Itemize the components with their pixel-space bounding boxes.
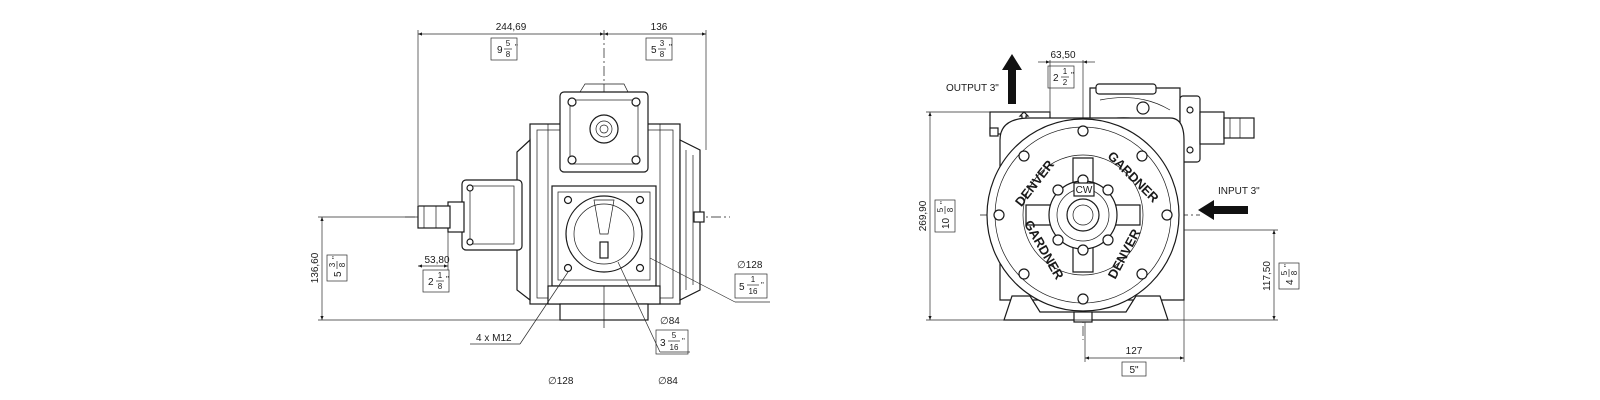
pump-foot-front	[547, 285, 661, 321]
dim-width-top: 244,69 9 5 8 " 136 5 3 8 "	[417, 22, 707, 205]
svg-text:": "	[1071, 71, 1074, 80]
front-view: 244,69 9 5 8 " 136 5 3 8 " 136,60 5 3	[310, 22, 770, 387]
svg-text:10: 10	[941, 217, 952, 229]
svg-text:": "	[1283, 264, 1292, 267]
svg-text:": "	[669, 43, 672, 52]
pump-base-side	[1003, 295, 1169, 323]
svg-text:4: 4	[1285, 279, 1296, 285]
dim-width-right-mm: 136	[651, 22, 668, 33]
dim-flange-outer: ∅128 5 1 16 "	[649, 257, 770, 303]
svg-text:8: 8	[946, 207, 955, 212]
dim-input-height: 117,50 4 5 8 "	[1168, 229, 1300, 321]
svg-text:1: 1	[1063, 67, 1068, 76]
bolt-callout: 4 x M12	[470, 271, 569, 345]
svg-text:5: 5	[1280, 270, 1289, 275]
svg-text:16: 16	[670, 343, 679, 352]
svg-text:": "	[761, 281, 764, 290]
svg-text:": "	[682, 337, 685, 346]
svg-text:": "	[515, 43, 518, 52]
bottom-label-outer: ∅128	[548, 376, 574, 387]
svg-text:5: 5	[936, 207, 945, 212]
dim-input-height-mm: 117,50	[1262, 261, 1273, 291]
svg-text:": "	[331, 256, 340, 259]
svg-text:5: 5	[672, 331, 677, 340]
svg-text:5: 5	[333, 271, 344, 277]
bottom-label-inner: ∅84	[658, 376, 678, 387]
dim-width-left-den: 8	[506, 50, 511, 59]
svg-text:5: 5	[739, 282, 745, 293]
svg-text:8: 8	[438, 282, 443, 291]
pump-body-side: CW DENVER GARDNER GARDNER DENVER	[986, 117, 1185, 312]
svg-text:1: 1	[438, 271, 443, 280]
output-flange-top	[559, 83, 649, 173]
svg-text:1: 1	[751, 275, 756, 284]
dim-total-height: 269,90 10 5 8 "	[918, 111, 1004, 321]
dim-width-right-whole: 5	[651, 45, 657, 56]
dim-width-left-mm: 244,69	[496, 22, 527, 33]
dim-width-left-whole: 9	[497, 45, 503, 56]
bolt-callout-text: 4 x M12	[476, 333, 512, 344]
output-label: OUTPUT 3"	[946, 83, 999, 94]
svg-text:8: 8	[338, 262, 347, 267]
dim-shaft-offset: 53,80 2 1 8 "	[418, 232, 450, 293]
side-view: OUTPUT 3" INPUT 3"	[918, 50, 1300, 377]
svg-text:3: 3	[328, 262, 337, 267]
dim-total-height-mm: 269,90	[918, 200, 929, 231]
inlet-flange-front	[551, 185, 657, 287]
input-arrow: INPUT 3"	[1198, 186, 1260, 220]
dim-base-width-mm: 127	[1126, 346, 1143, 357]
dim-width-right-num: 3	[660, 39, 665, 48]
svg-text:": "	[446, 275, 449, 284]
dim-base-width-inch: 5"	[1129, 365, 1139, 376]
dim-output-offset-mm: 63,50	[1050, 50, 1075, 61]
svg-text:2: 2	[1053, 73, 1059, 84]
svg-text:2: 2	[1063, 78, 1068, 87]
svg-text:16: 16	[749, 287, 758, 296]
dim-height-shaft-mm: 136,60	[310, 252, 321, 283]
dim-width-left-num: 5	[506, 39, 511, 48]
dim-flange-outer-mm: ∅128	[737, 260, 763, 271]
input-label: INPUT 3"	[1218, 186, 1260, 197]
output-arrow: OUTPUT 3"	[946, 54, 1022, 104]
dim-width-right-den: 8	[660, 50, 665, 59]
svg-text:": "	[939, 201, 948, 204]
rotation-label: CW	[1076, 185, 1093, 196]
svg-text:8: 8	[1290, 270, 1299, 275]
svg-text:2: 2	[428, 277, 434, 288]
dim-flange-inner: ∅84 3 5 16 "	[617, 261, 690, 355]
dim-output-offset: 63,50 2 1 2 "	[1038, 50, 1095, 114]
svg-text:3: 3	[660, 338, 666, 349]
dim-shaft-offset-mm: 53,80	[424, 255, 449, 266]
drive-shaft-left	[417, 179, 523, 251]
dim-flange-inner-mm: ∅84	[660, 316, 680, 327]
dim-height-shaft: 136,60 5 3 8 "	[310, 216, 560, 321]
dim-base-width: 127 5"	[1084, 300, 1185, 377]
